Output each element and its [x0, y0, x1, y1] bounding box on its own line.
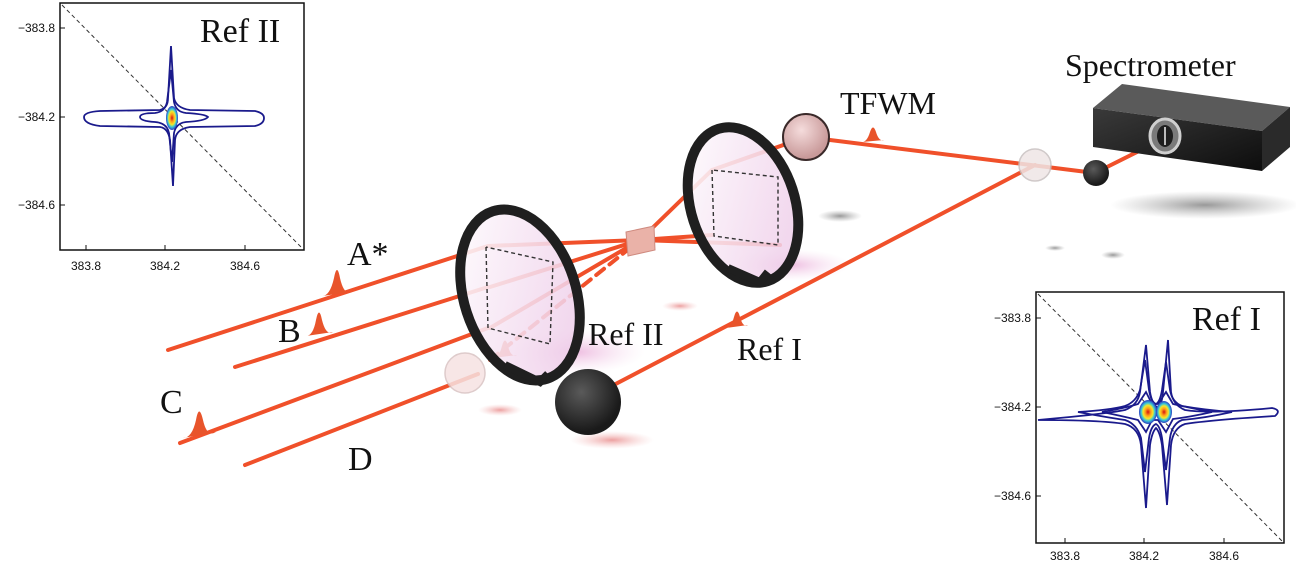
beam-b: [233, 285, 490, 369]
inset-ref-ii: 383.8 384.2 384.6 −383.8 −384.2 −384.6 R…: [18, 2, 305, 273]
input-beams: [166, 135, 1167, 467]
inset-ref-ii-contours: [83, 45, 265, 187]
inset-ref-ii-xtick-0: 383.8: [71, 259, 101, 273]
beam-block-large-icon: [555, 369, 621, 435]
label-ref-i: Ref I: [737, 331, 802, 367]
ref-i-beam: [583, 163, 1037, 402]
beam-d: [243, 372, 480, 467]
signal-beam-2: [804, 135, 1097, 175]
inset-ref-i-title: Ref I: [1192, 301, 1261, 338]
inset-ref-i-ytick-2: −384.6: [994, 489, 1031, 503]
beam-c: [178, 326, 490, 445]
sample-plate-icon: [625, 225, 656, 257]
inset-ref-i: 383.8 384.2 384.6 −383.8 −384.2 −384.6 R…: [994, 291, 1285, 562]
inset-ref-i-xtick-0: 383.8: [1050, 549, 1080, 562]
label-tfwm: TFWM: [840, 85, 936, 121]
pulse-a-icon: [322, 270, 352, 296]
inset-ref-ii-xtick-1: 384.2: [150, 259, 180, 273]
diagram-labels: A* B C D TFWM Spectrometer Ref II Ref I: [160, 47, 1236, 478]
inset-ref-i-xtick-1: 384.2: [1129, 549, 1159, 562]
lens-ref-icon: [1018, 148, 1052, 182]
lens-tfwm-icon: [782, 113, 830, 161]
inset-ref-i-ytick-1: −384.2: [994, 400, 1031, 414]
inset-ref-i-ytick-0: −383.8: [994, 311, 1031, 325]
mirror-1-icon: [455, 204, 585, 387]
beam-block-small-icon: [1083, 160, 1109, 186]
pulse-b-icon: [306, 312, 333, 336]
label-beam-d: D: [348, 441, 373, 478]
inset-ref-ii-ytick-2: −384.6: [18, 198, 55, 212]
inset-ref-i-diagonal: [1037, 293, 1283, 542]
beam-blocks: [555, 160, 1109, 435]
label-beam-c: C: [160, 384, 183, 421]
inset-ref-ii-xtick-2: 384.6: [230, 259, 260, 273]
inset-ref-ii-title: Ref II: [200, 13, 280, 50]
pulse-ref-i-icon: [726, 311, 748, 328]
inset-ref-i-contours: [1037, 339, 1279, 509]
inset-ref-i-xtick-2: 384.6: [1209, 549, 1239, 562]
mirror-2-icon: [682, 122, 804, 288]
inset-ref-ii-ytick-0: −383.8: [18, 21, 55, 35]
pulse-tfwm-icon: [862, 127, 884, 142]
label-spectrometer: Spectrometer: [1065, 47, 1236, 83]
label-beam-a: A*: [347, 236, 389, 273]
lenses: [444, 113, 1052, 394]
inset-ref-ii-diagonal: [61, 4, 303, 249]
lens-d-icon: [444, 352, 486, 394]
label-ref-ii: Ref II: [588, 316, 664, 352]
pulse-c-icon: [183, 411, 216, 438]
spectrometer-icon: [1093, 84, 1290, 171]
label-beam-b: B: [278, 313, 301, 350]
beam-a: [166, 244, 490, 352]
inset-ref-ii-ytick-1: −384.2: [18, 110, 55, 124]
